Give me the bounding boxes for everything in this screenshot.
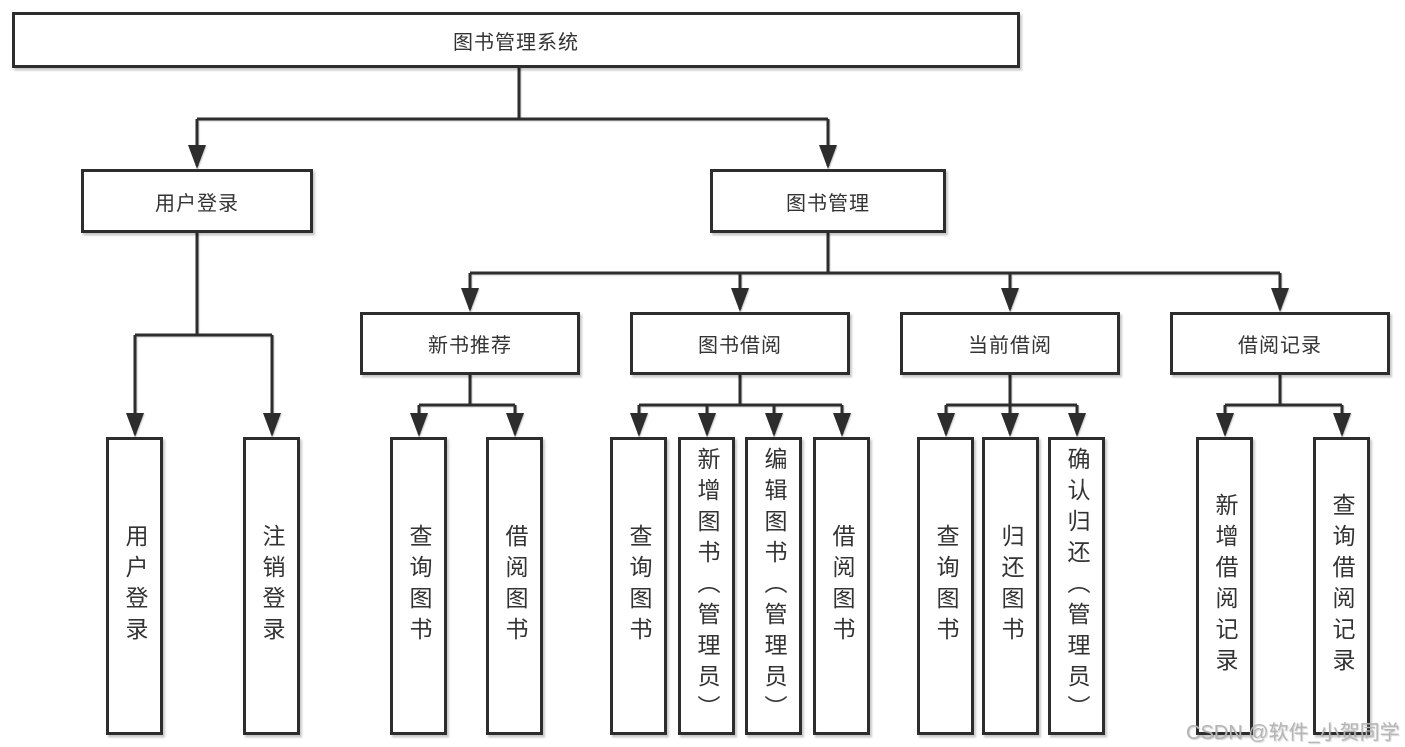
leaf-confirm-return-admin: 确认归还（管理员） xyxy=(1048,437,1105,735)
arrow-down-icon xyxy=(188,145,206,169)
arrow-down-icon xyxy=(698,413,716,437)
node-new-book-recommend: 新书推荐 xyxy=(360,312,580,375)
leaf-logout-login: 注销登录 xyxy=(243,437,300,735)
arrow-down-icon xyxy=(1271,288,1289,312)
leaf-label: 注销登录 xyxy=(259,524,285,648)
leaf-edit-book-admin: 编辑图书（管理员） xyxy=(745,437,802,735)
arrow-down-icon xyxy=(630,413,648,437)
leaf-label: 用户登录 xyxy=(122,524,148,648)
leaf-return-book: 归还图书 xyxy=(982,437,1039,735)
arrow-down-icon xyxy=(937,413,955,437)
arrow-down-icon xyxy=(731,288,749,312)
leaf-query-borrow-record: 查询借阅记录 xyxy=(1313,437,1370,735)
node-label: 图书借阅 xyxy=(698,335,782,357)
leaf-label: 借阅图书 xyxy=(502,524,528,648)
book-branch-connector xyxy=(468,233,1282,309)
arrow-down-icon xyxy=(833,413,851,437)
leaf-label: 确认归还（管理员） xyxy=(1064,446,1090,726)
leaf-label: 归还图书 xyxy=(998,524,1024,648)
arrow-down-icon xyxy=(1068,413,1086,437)
node-root-label: 图书管理系统 xyxy=(453,31,579,54)
arrow-down-icon xyxy=(126,413,144,437)
leaf-label: 查询借阅记录 xyxy=(1329,493,1355,679)
leaf-borrow-books-newbook: 借阅图书 xyxy=(486,437,543,735)
node-borrowing-records: 借阅记录 xyxy=(1170,312,1390,375)
leaf-user-login: 用户登录 xyxy=(106,437,163,735)
node-book-management: 图书管理 xyxy=(710,169,946,233)
arrow-down-icon xyxy=(1001,288,1019,312)
node-label: 当前借阅 xyxy=(968,335,1052,357)
node-label: 图书管理 xyxy=(786,192,870,215)
arrow-down-icon xyxy=(765,413,783,437)
leaf-label: 借阅图书 xyxy=(829,524,855,648)
node-label: 借阅记录 xyxy=(1238,335,1322,357)
csdn-watermark: CSDN @软件_小贺同学 xyxy=(1186,722,1400,744)
connector-lines xyxy=(133,65,1344,434)
leaf-label: 查询图书 xyxy=(406,524,432,648)
leaf-query-books-newbook: 查询图书 xyxy=(390,437,447,735)
arrow-down-icon xyxy=(461,288,479,312)
arrow-down-icon xyxy=(410,413,428,437)
arrow-down-icon xyxy=(1001,413,1019,437)
node-user-login-branch: 用户登录 xyxy=(81,169,313,233)
borrow-section-connector xyxy=(637,375,844,434)
root-to-level2-connector xyxy=(195,65,830,166)
node-book-borrowing: 图书借阅 xyxy=(630,312,850,375)
arrow-down-icon xyxy=(819,145,837,169)
leaf-borrow-books-borrow: 借阅图书 xyxy=(813,437,870,735)
user-branch-connector xyxy=(133,233,274,434)
leaf-query-books-borrow: 查询图书 xyxy=(610,437,667,735)
arrow-down-icon xyxy=(506,413,524,437)
records-section-connector xyxy=(1223,375,1344,434)
arrow-down-icon xyxy=(263,413,281,437)
leaf-label: 新增借阅记录 xyxy=(1212,493,1238,679)
leaf-query-books-current: 查询图书 xyxy=(917,437,974,735)
node-root: 图书管理系统 xyxy=(12,12,1020,68)
arrowheads xyxy=(126,145,1351,437)
leaf-label: 查询图书 xyxy=(933,524,959,648)
newbook-section-connector xyxy=(417,375,517,434)
leaf-label: 编辑图书（管理员） xyxy=(761,446,787,726)
leaf-label: 查询图书 xyxy=(626,524,652,648)
node-current-borrowing: 当前借阅 xyxy=(900,312,1120,375)
node-label: 用户登录 xyxy=(155,192,239,215)
node-label: 新书推荐 xyxy=(428,335,512,357)
leaf-add-book-admin: 新增图书（管理员） xyxy=(678,437,735,735)
leaf-label: 新增图书（管理员） xyxy=(694,446,720,726)
leaf-add-borrow-record: 新增借阅记录 xyxy=(1196,437,1253,735)
arrow-down-icon xyxy=(1333,413,1351,437)
arrow-down-icon xyxy=(1216,413,1234,437)
